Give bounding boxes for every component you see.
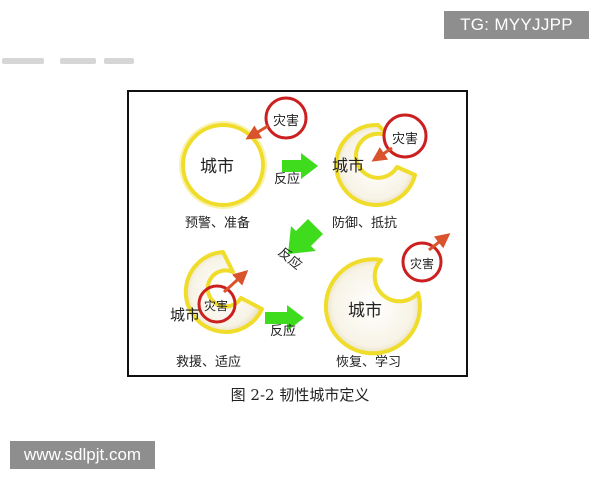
figure-caption: 图 2-2 韧性城市定义	[230, 386, 370, 404]
city-label-3: 城市	[170, 306, 201, 324]
city-recovering-stage-3	[183, 250, 264, 334]
green-arrow-down-left	[288, 219, 323, 254]
stage-label-warning: 预警、准备	[185, 216, 251, 231]
disaster-circle-stage-3	[197, 284, 237, 324]
reaction-label-1: 反应	[274, 172, 301, 187]
disaster-label-1: 灾害	[273, 114, 300, 129]
green-arrow-right-2	[265, 305, 304, 331]
stage-label-defense: 防御、抵抗	[332, 216, 398, 231]
faint-text-fragment	[60, 58, 96, 64]
faint-text-fragment	[104, 58, 134, 64]
city-recovered-stage-4	[324, 257, 422, 356]
disaster-label-3: 灾害	[204, 299, 229, 313]
green-arrow-right-1	[282, 153, 318, 179]
diagram-graphics	[179, 96, 451, 356]
city-label-1: 城市	[200, 157, 234, 177]
disaster-circle-stage-4	[401, 241, 443, 283]
disaster-circle-stage-2	[382, 113, 428, 159]
city-label-2: 城市	[332, 156, 365, 175]
city-bitten-stage-2	[334, 122, 417, 207]
disaster-circle-stage-1	[264, 96, 308, 140]
city-ring-stage-1	[179, 121, 267, 209]
reaction-label-3: 反应	[270, 324, 297, 339]
watermark-top: TG: MYYJJPP	[444, 11, 589, 39]
stage-label-recovery: 恢复、学习	[336, 355, 402, 370]
disaster-arrow-1	[245, 124, 269, 140]
disaster-arrow-4	[428, 233, 451, 252]
disaster-label-4: 灾害	[410, 257, 435, 271]
disaster-arrow-3	[222, 269, 249, 294]
resilient-city-diagram: 城市 灾害 反应 预警、准备 城市 灾害 防御、抵抗 反应 城市 灾害 救援、适…	[127, 90, 468, 377]
disaster-arrow-2	[371, 146, 393, 162]
disaster-label-2: 灾害	[392, 132, 419, 147]
watermark-bottom: www.sdlpjt.com	[10, 441, 155, 469]
city-label-4: 城市	[348, 301, 382, 321]
faint-text-fragment	[2, 58, 44, 64]
stage-label-rescue: 救援、适应	[176, 355, 242, 370]
